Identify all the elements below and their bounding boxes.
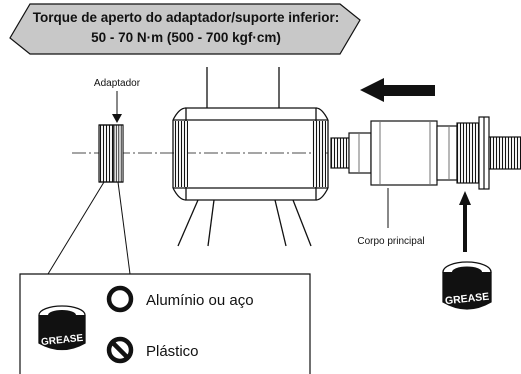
- grease-application-arrow: [459, 191, 471, 252]
- adapter-pointer-arrow: [112, 91, 122, 123]
- grease-tube-icon: GREASE: [442, 261, 492, 310]
- frame-bottom-bracket-shell: [172, 67, 329, 247]
- main-body-shading: [358, 122, 450, 184]
- adapter-label: Adaptador: [94, 78, 141, 89]
- banner-line-1: Torque de aperto do adaptador/suporte in…: [33, 10, 340, 25]
- legend-aluminium-steel: Alumínio ou aço: [146, 292, 254, 309]
- prohibited-icon: [106, 336, 134, 364]
- torque-banner: Torque de aperto do adaptador/suporte in…: [9, 3, 361, 55]
- banner-line-2: 50 - 70 N·m (500 - 700 kgf·cm): [91, 30, 281, 45]
- main-body-part: [330, 116, 521, 190]
- grease-tube-icon: GREASE: [38, 305, 86, 351]
- adapter-part: [98, 124, 124, 183]
- arrow-left-icon: [360, 78, 435, 102]
- grease-label-right: GREASE: [444, 291, 489, 308]
- legend-plastic: Plástico: [146, 343, 199, 360]
- circle-ok-icon: [106, 285, 134, 313]
- grease-label-legend: GREASE: [41, 333, 84, 348]
- main-body-label: Corpo principal: [357, 236, 424, 247]
- frame-shell-threads: [174, 121, 326, 187]
- legend-box: [19, 181, 311, 374]
